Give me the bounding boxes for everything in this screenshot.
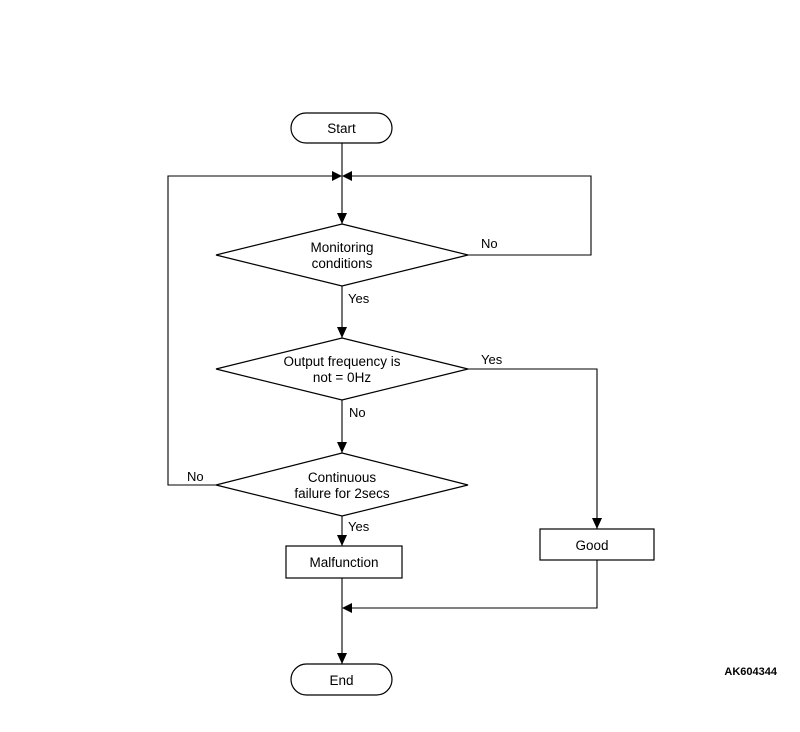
arrowhead-junction-left (332, 171, 342, 181)
edge-frequency-yes (468, 368, 598, 529)
arrowhead-to-failure (337, 442, 347, 453)
decision-frequency-line-1: Output frequency is (283, 354, 400, 369)
decision-frequency-line-2: not = 0Hz (313, 370, 371, 385)
edge-failure-no (167, 175, 333, 486)
arrowhead-junction-right (342, 171, 352, 181)
decision-continuous-failure: Continuous failure for 2secs (215, 452, 469, 517)
edge-good-merge (351, 560, 598, 609)
figure-code: AK604344 (724, 666, 777, 678)
malfunction-box: Malfunction (285, 545, 403, 579)
decision-monitoring-conditions: Monitoring conditions (215, 223, 469, 287)
decision-monitoring-line-2: conditions (312, 256, 373, 271)
edge-label-failure-yes: Yes (348, 519, 370, 534)
decision-failure-line-2: failure for 2secs (294, 486, 390, 501)
start-terminal: Start (290, 112, 393, 144)
edge-label-frequency-no: No (349, 405, 366, 420)
arrowhead-to-malfunction (337, 535, 347, 546)
arrowhead-to-frequency (337, 327, 347, 338)
arrowhead-to-good (592, 518, 602, 529)
malfunction-label: Malfunction (309, 555, 378, 570)
decision-output-frequency: Output frequency is not = 0Hz (215, 337, 469, 401)
arrowhead-to-monitoring (337, 213, 347, 224)
end-label: End (329, 673, 353, 688)
arrowhead-to-end (337, 653, 347, 664)
good-label: Good (575, 538, 608, 553)
edge-label-frequency-yes: Yes (481, 352, 503, 367)
start-label: Start (327, 121, 356, 136)
decision-failure-line-1: Continuous (308, 470, 377, 485)
edge-label-monitoring-no: No (481, 236, 498, 251)
decision-monitoring-line-1: Monitoring (310, 240, 373, 255)
good-box: Good (539, 528, 655, 561)
end-terminal: End (290, 663, 393, 696)
edge-monitoring-no (351, 175, 592, 256)
edge-label-failure-no: No (187, 469, 204, 484)
edge-label-monitoring-yes: Yes (348, 291, 370, 306)
arrowhead-merge (342, 603, 352, 613)
